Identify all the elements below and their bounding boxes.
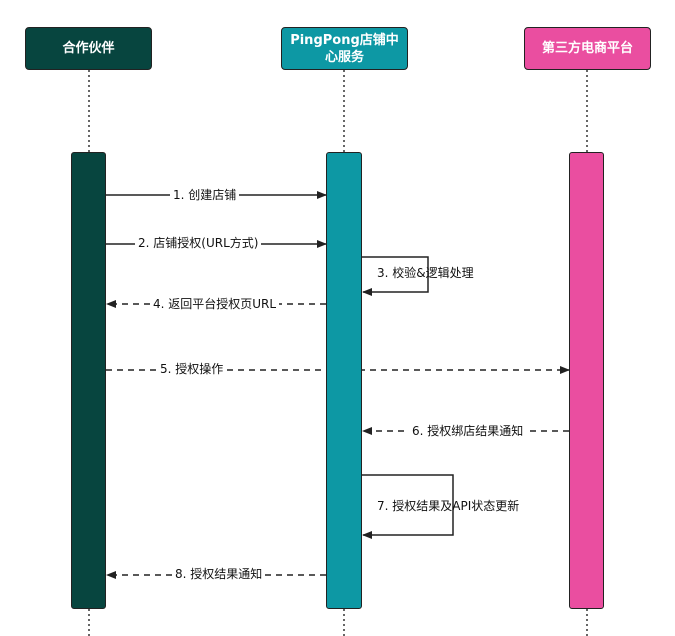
- message-label-7: 7. 授权结果及API状态更新: [377, 499, 520, 513]
- actor-service-label: PingPong店铺中心服务: [290, 32, 399, 65]
- activation-platform: [569, 152, 604, 609]
- activation-service: [326, 152, 362, 609]
- message-label-3: 3. 校验&逻辑处理: [377, 266, 474, 280]
- message-label-2: 2. 店铺授权(URL方式): [135, 236, 262, 251]
- message-label-6: 6. 授权绑店结果通知: [409, 424, 527, 439]
- actor-platform: 第三方电商平台: [524, 27, 651, 70]
- arrow-msg-7: [362, 474, 454, 539]
- actor-partner-label: 合作伙伴: [62, 41, 115, 56]
- arrow-msg-3: [362, 256, 429, 296]
- message-label-4: 4. 返回平台授权页URL: [150, 297, 280, 312]
- actor-partner: 合作伙伴: [25, 27, 152, 70]
- message-label-8: 8. 授权结果通知: [172, 567, 266, 582]
- actor-platform-label: 第三方电商平台: [541, 41, 633, 56]
- message-label-1: 1. 创建店铺: [170, 188, 240, 203]
- activation-partner: [71, 152, 106, 609]
- message-label-5: 5. 授权操作: [157, 362, 227, 377]
- actor-service: PingPong店铺中心服务: [281, 27, 408, 70]
